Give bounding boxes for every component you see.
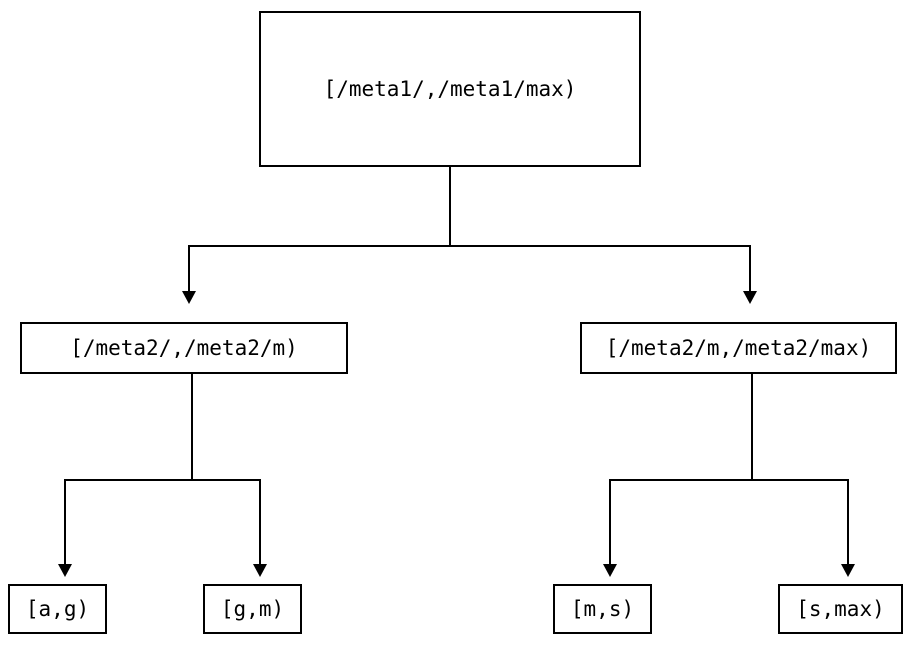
node-leaf-s-max[interactable]: [s,max) xyxy=(778,584,903,634)
edge-mid-left-to-leaf-1-drop xyxy=(259,479,261,565)
node-root-label: [/meta1/,/meta1/max) xyxy=(323,76,577,101)
edge-mid-right-to-leaf-3-drop xyxy=(847,479,849,565)
edge-mid-left-stem xyxy=(191,374,193,480)
node-leaf-a-g-label: [a,g) xyxy=(25,596,90,621)
edge-root-to-mid-right-drop xyxy=(749,245,751,292)
node-leaf-a-g[interactable]: [a,g) xyxy=(8,584,107,634)
node-mid-left[interactable]: [/meta2/,/meta2/m) xyxy=(20,322,348,374)
edge-mid-right-to-leaf-2-drop xyxy=(609,479,611,565)
node-leaf-m-s[interactable]: [m,s) xyxy=(553,584,652,634)
node-leaf-m-s-label: [m,s) xyxy=(570,596,635,621)
edge-root-bus xyxy=(188,245,751,247)
node-leaf-g-m[interactable]: [g,m) xyxy=(203,584,302,634)
edge-mid-left-to-leaf-0-drop xyxy=(64,479,66,565)
node-mid-right-label: [/meta2/m,/meta2/max) xyxy=(605,335,872,360)
edge-root-to-mid-left-drop xyxy=(188,245,190,292)
edge-mid-right-stem xyxy=(751,374,753,480)
arrowhead-root-to-mid-right xyxy=(743,291,757,304)
arrowhead-mid-left-to-leaf-1 xyxy=(253,564,267,577)
edge-mid-right-bus xyxy=(609,479,849,481)
edge-root-stem xyxy=(449,167,451,247)
node-mid-right[interactable]: [/meta2/m,/meta2/max) xyxy=(580,322,897,374)
arrowhead-root-to-mid-left xyxy=(182,291,196,304)
edge-mid-left-bus xyxy=(64,479,260,481)
node-leaf-g-m-label: [g,m) xyxy=(220,596,285,621)
arrowhead-mid-right-to-leaf-3 xyxy=(841,564,855,577)
node-leaf-s-max-label: [s,max) xyxy=(796,596,885,621)
node-mid-left-label: [/meta2/,/meta2/m) xyxy=(70,335,298,360)
arrowhead-mid-right-to-leaf-2 xyxy=(603,564,617,577)
arrowhead-mid-left-to-leaf-0 xyxy=(58,564,72,577)
node-root[interactable]: [/meta1/,/meta1/max) xyxy=(259,11,641,167)
